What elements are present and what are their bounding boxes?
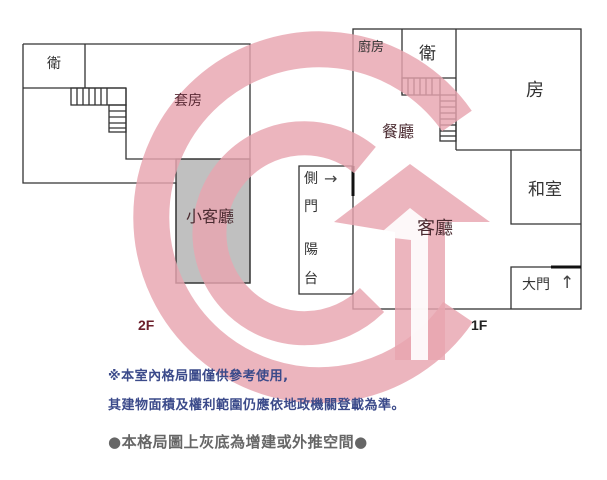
disclaimer-line-2: 其建物面積及權利範圍仍應依地政機關登載為準。 — [108, 398, 406, 413]
room-label-2f-suite: 套房 — [174, 93, 202, 109]
room-label-2f-small-living: 小客廳 — [186, 207, 235, 226]
balcony-label-1: 陽 — [304, 242, 318, 258]
room-label-kitchen: 廚房 — [358, 40, 385, 55]
disclaimer-line-1: ※本室內格局圖僅供參考使用, — [108, 369, 289, 384]
side-door-label-1: 側 — [304, 171, 318, 187]
room-label-japanese-room: 和室 — [528, 180, 562, 200]
floor-2f-walls — [22, 43, 251, 284]
room-label-living: 客廳 — [417, 218, 453, 239]
floor-1f-walls — [298, 28, 582, 310]
side-door-arrow-icon: → — [324, 169, 338, 188]
main-door-label: 大門 — [522, 277, 550, 293]
main-door-arrow-icon: ↑ — [560, 273, 575, 293]
side-door-label-2: 門 — [304, 199, 318, 215]
gray-area-note: ●本格局圖上灰底為增建或外推空間● — [108, 433, 368, 451]
room-label-1f-bath: 衛 — [419, 44, 436, 64]
room-label-bedroom: 房 — [526, 80, 544, 101]
floor-label-2f: 2F — [138, 317, 155, 333]
room-label-dining: 餐廳 — [382, 122, 415, 141]
balcony-label-2: 台 — [304, 271, 318, 287]
floor-label-1f: 1F — [471, 317, 488, 333]
room-label-2f-bath: 衛 — [47, 56, 61, 72]
